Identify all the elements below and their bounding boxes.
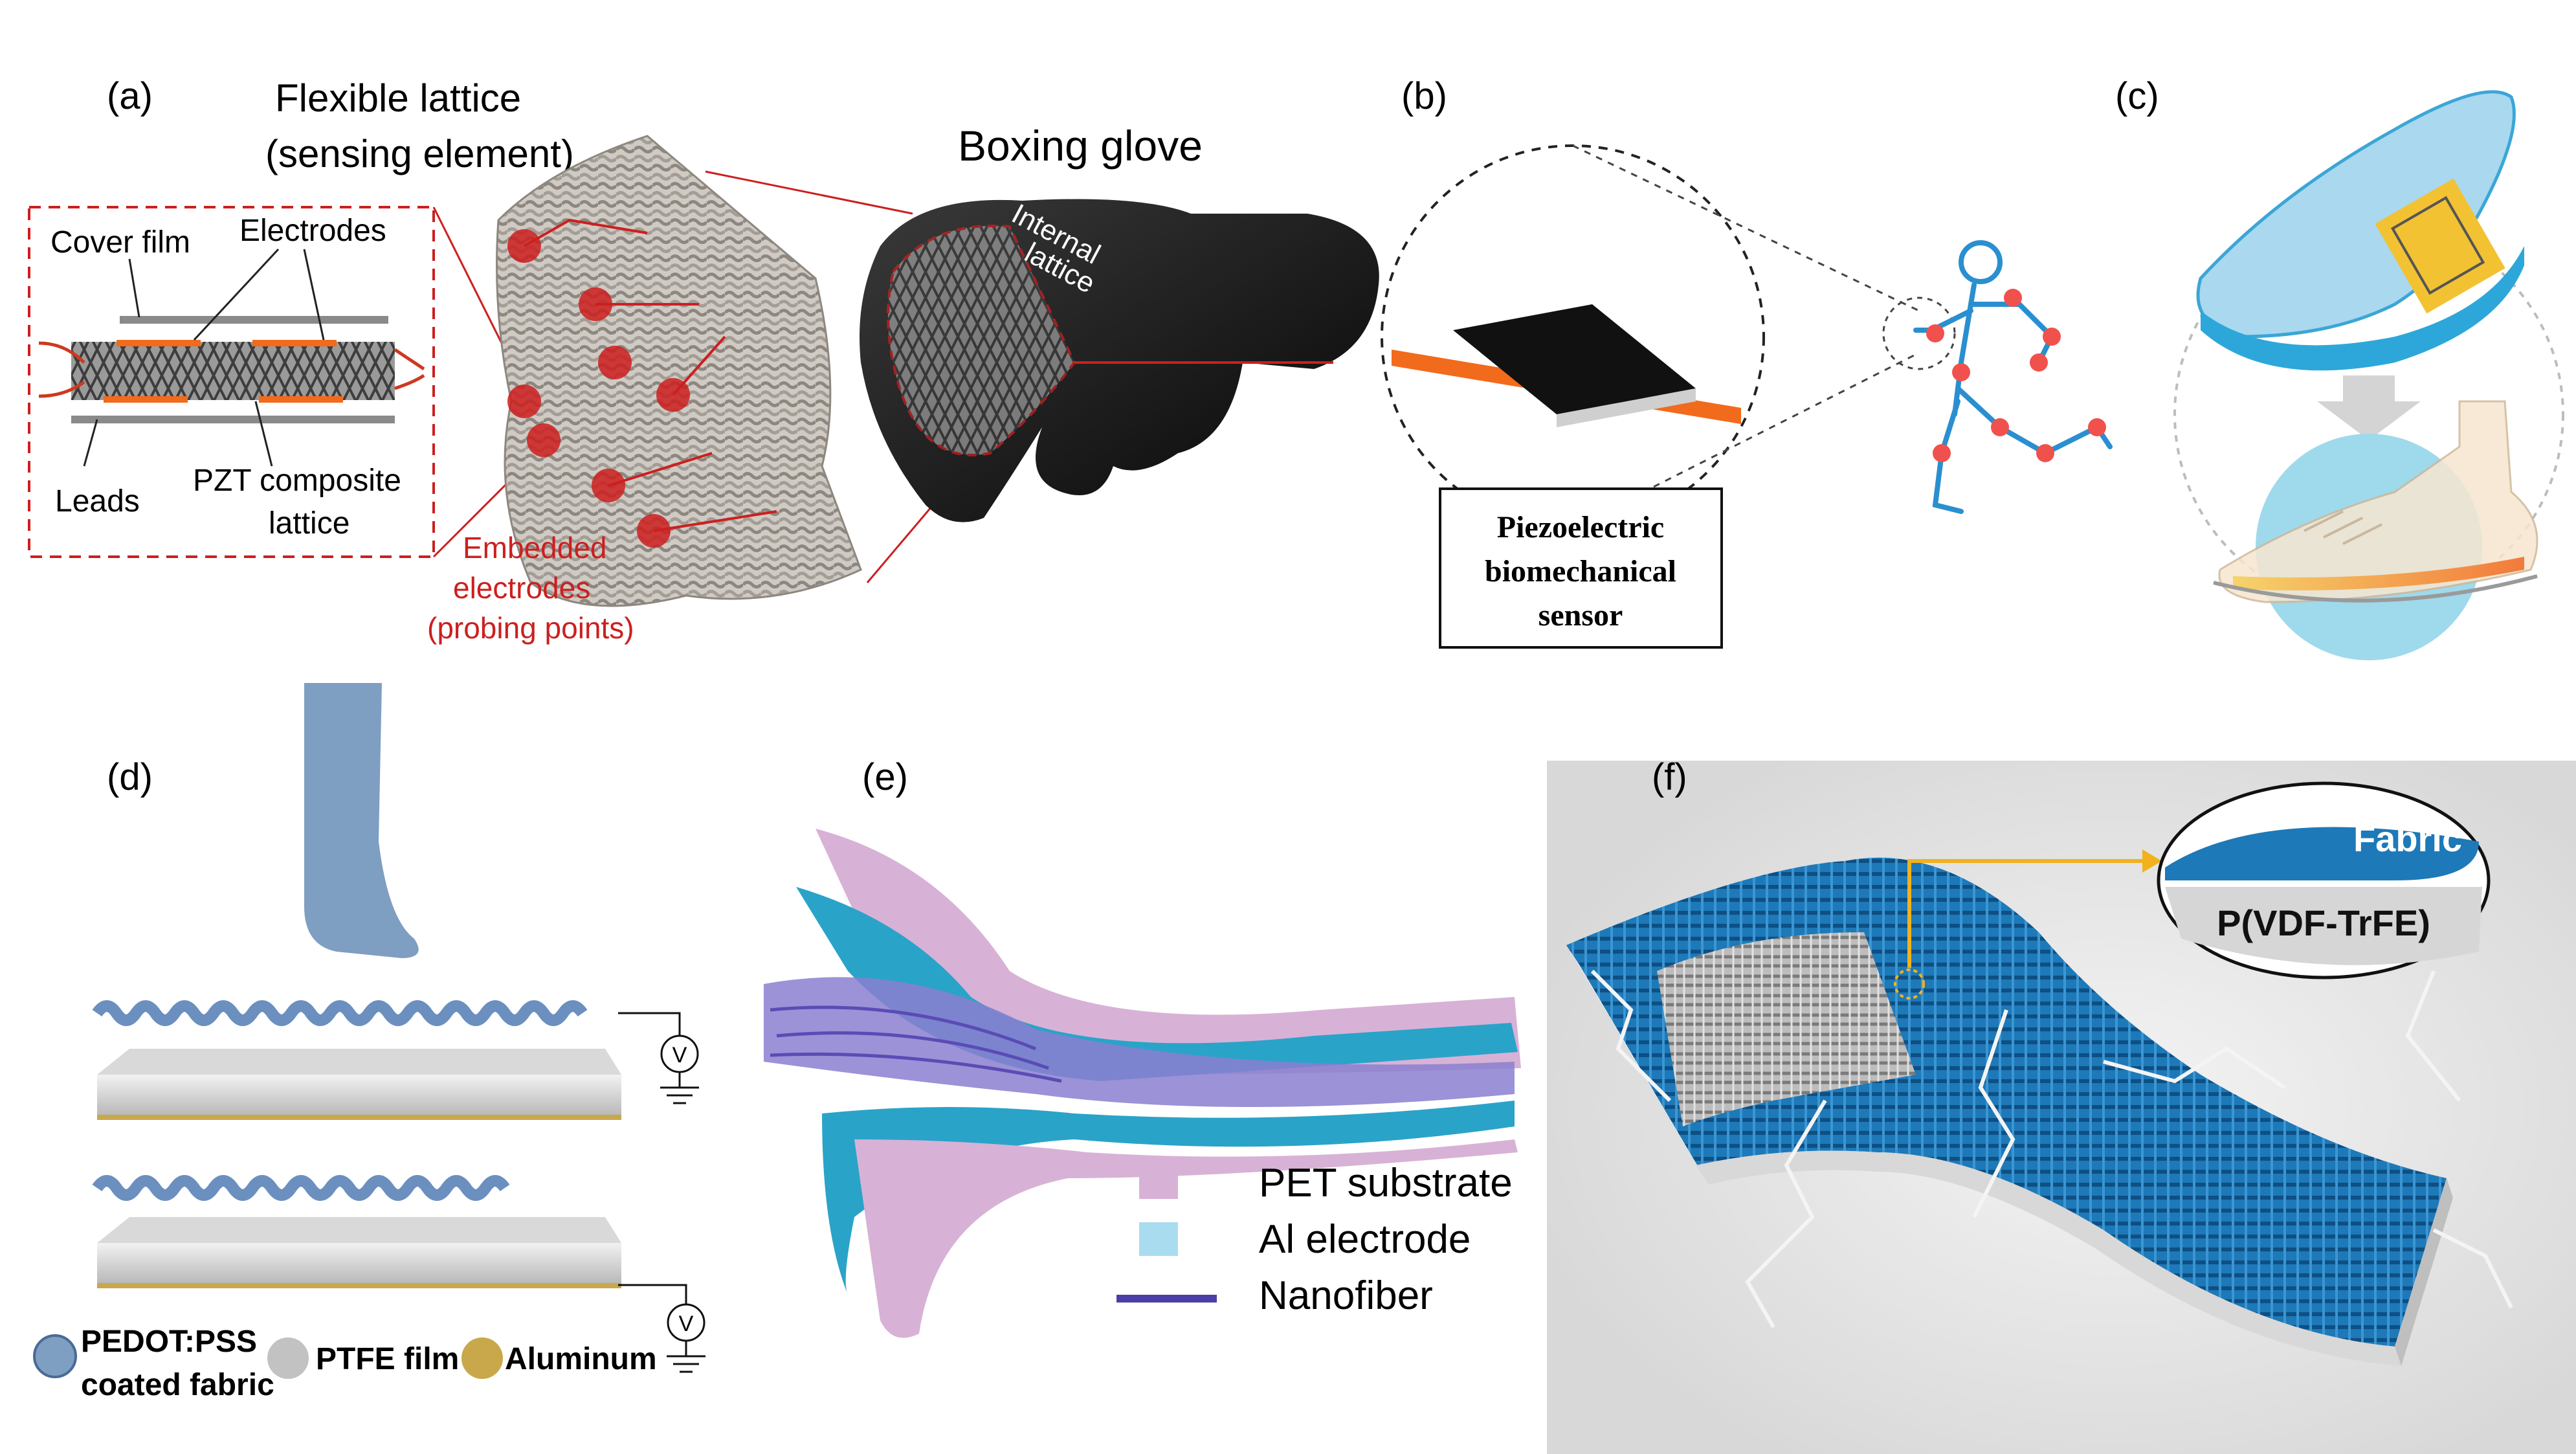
legend-pet: PET substrate (1259, 1161, 1513, 1205)
callout-origin-marker (1894, 968, 1925, 1000)
legend-al: Al electrode (1259, 1217, 1471, 1262)
embedded-line1: Embedded (463, 531, 607, 565)
legend-fabric-line2: coated fabric (81, 1368, 274, 1402)
panel-e: (e) PET substrate Al electrode Nanofiber (764, 756, 1521, 1338)
runner-figure (1913, 240, 2113, 514)
embedded-line2: electrodes (453, 571, 590, 605)
label-pzt-line1: PZT composite (193, 464, 401, 498)
pet-swatch (1139, 1165, 1178, 1199)
nanofiber-swatch (1116, 1295, 1217, 1303)
sensor-line1: Piezoelectric (1497, 510, 1664, 544)
label-leads: Leads (55, 484, 140, 519)
piezo-sensor (1392, 304, 1741, 427)
aluminum-swatch-icon (461, 1337, 503, 1379)
voltmeter-bottom-symbol: V (679, 1312, 694, 1336)
callout-polymer: P(VDF-TrFE) (2217, 902, 2430, 943)
fabric-swatch-icon (33, 1334, 77, 1378)
fabric-sheet (1566, 857, 2453, 1366)
ptfe-swatch-icon (267, 1337, 309, 1379)
panel-d-letter: (d) (107, 756, 153, 798)
panel-e-letter: (e) (862, 756, 908, 798)
label-cover-film: Cover film (50, 225, 190, 260)
insole (2196, 90, 2524, 371)
zoom-target-circle (1882, 296, 1956, 370)
layered-structure (764, 829, 1521, 1338)
callout-arrow-head-icon (2142, 849, 2162, 873)
panel-f: (f) Fabric P(VDF-TrFE) (1547, 756, 2576, 1454)
runner-joint-markers (1926, 289, 2106, 462)
teng-bottom-stack: V (92, 1175, 705, 1373)
insole-dashed-ring (2173, 219, 2564, 610)
sensor-label-box (1439, 487, 1723, 649)
sock-icon (304, 683, 419, 958)
embedded-line3: (probing points) (427, 611, 634, 645)
panel-a-title-line2: (sensing element) (265, 132, 574, 175)
legend-aluminum: Aluminum (505, 1342, 657, 1376)
al-swatch (1139, 1222, 1178, 1256)
legend-ptfe: PTFE film (316, 1342, 459, 1376)
panel-a-letter: (a) (107, 75, 153, 117)
sensor-line2: biomechanical (1485, 554, 1676, 588)
boxing-glove (860, 199, 1379, 522)
down-arrow-icon (2317, 375, 2421, 440)
panel-f-letter: (f) (1652, 756, 1687, 798)
inset-layer-stack (38, 248, 425, 467)
label-pzt-line2: lattice (269, 506, 350, 541)
label-electrodes: Electrodes (239, 214, 386, 248)
panel-b-letter: (b) (1401, 75, 1447, 117)
callout-fabric: Fabric (2353, 818, 2462, 859)
panel-b: (b) Piezoelectric biomechanical sensor (1381, 75, 2113, 649)
legend-fabric-line1: PEDOT:PSS (81, 1325, 257, 1359)
flexible-lattice-sheet (496, 135, 862, 607)
glove-title: Boxing glove (958, 122, 1203, 170)
panel-a-title-line1: Flexible lattice (275, 76, 521, 120)
legend-nanofiber: Nanofiber (1259, 1273, 1433, 1318)
panel-c-letter: (c) (2115, 75, 2159, 117)
teng-top-stack: V (92, 1000, 699, 1120)
callout-arrow (1907, 859, 2142, 968)
panel-c: (c) (2115, 75, 2564, 660)
lightning-bolts (1590, 969, 2513, 1328)
callout-bubble (2157, 781, 2491, 979)
panel-a: (a) Flexible lattice (sensing element) B… (28, 75, 1379, 645)
panel-d-legend: PEDOT:PSS coated fabric PTFE film Alumin… (33, 1325, 657, 1402)
voltmeter-top-symbol: V (672, 1043, 687, 1068)
shoe (2213, 400, 2538, 603)
inset-box (28, 206, 435, 558)
sensor-line3: sensor (1538, 598, 1623, 632)
panel-e-legend: PET substrate Al electrode Nanofiber (1116, 1161, 1513, 1318)
panel-d: (d) V V PEDOT:PSS coated fabric (33, 683, 705, 1402)
